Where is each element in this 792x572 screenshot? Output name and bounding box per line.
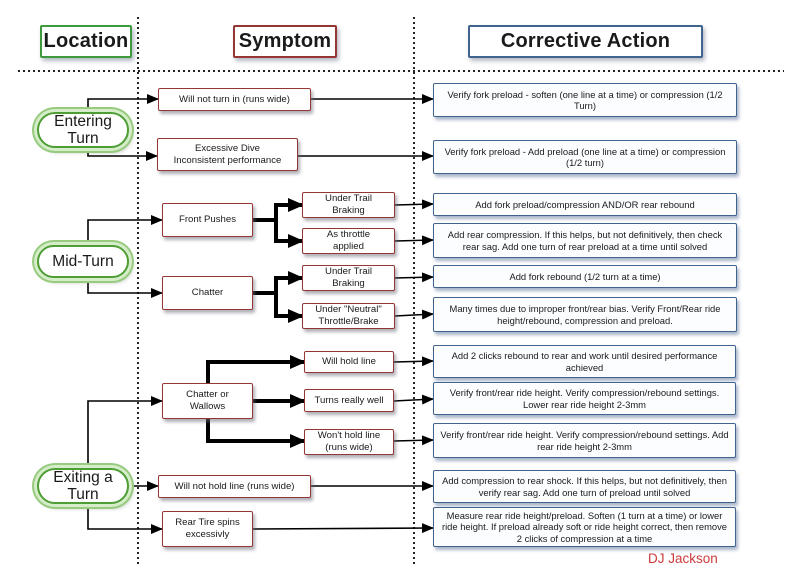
connector-under-trail-braking-2-to-action-5 (394, 272, 434, 283)
connector-as-throttle-applied-to-action-4 (394, 235, 434, 246)
connector-chatter-to-under-trail-braking-2 (253, 271, 304, 295)
action-node-action-8: Verify front/rear ride height. Verify co… (433, 382, 736, 415)
symptom-node-chatter: Chatter (162, 276, 253, 310)
connector-rear-tire-spins-to-action-11 (252, 523, 434, 534)
connector-chatter-or-wallows-to-wont-hold-line (206, 419, 306, 448)
connector-wont-hold-line-to-action-9 (393, 435, 434, 446)
connector-chatter-to-under-neutral-throttle-brake (253, 291, 304, 323)
connector-mid-turn-to-front-pushes (87, 215, 163, 243)
symptom-node-will-not-hold-line: Will not hold line (runs wide) (158, 475, 311, 498)
connector-entering-turn-to-will-not-turn-in (87, 94, 159, 109)
location-node-mid-turn: Mid-Turn (37, 245, 129, 278)
location-node-entering-turn: Entering Turn (37, 112, 129, 148)
column-header-symptom: Symptom (233, 25, 337, 58)
action-node-action-7: Add 2 clicks rebound to rear and work un… (433, 345, 736, 378)
sub-symptom-node-under-trail-braking-1: Under Trail Braking (302, 192, 395, 218)
connector-exiting-turn-to-chatter-or-wallows (87, 396, 163, 465)
sub-symptom-node-under-trail-braking-2: Under Trail Braking (302, 265, 395, 291)
sub-symptom-node-wont-hold-line: Won't hold line (runs wide) (304, 429, 394, 455)
sub-symptom-node-as-throttle-applied: As throttle applied (302, 228, 395, 254)
connector-under-neutral-throttle-brake-to-action-6 (394, 309, 434, 320)
sub-symptom-node-will-hold-line: Will hold line (304, 351, 394, 373)
action-node-action-10: Add compression to rear shock. If this h… (433, 470, 736, 503)
sub-symptom-node-under-neutral-throttle-brake: Under "Neutral" Throttle/Brake (302, 303, 395, 329)
symptom-node-excessive-dive: Excessive Dive Inconsistent performance (157, 138, 298, 171)
action-node-action-5: Add fork rebound (1/2 turn at a time) (433, 265, 737, 288)
column-header-corrective-action: Corrective Action (468, 25, 703, 58)
action-node-action-3: Add fork preload/compression AND/OR rear… (433, 193, 737, 216)
symptom-node-chatter-or-wallows: Chatter or Wallows (162, 383, 253, 419)
connector-mid-turn-to-chatter (87, 280, 163, 298)
connector-chatter-or-wallows-to-will-hold-line (206, 355, 306, 383)
symptom-node-rear-tire-spins: Rear Tire spins excessivly (162, 511, 253, 547)
connector-under-trail-braking-1-to-action-3 (394, 199, 434, 210)
column-header-location: Location (40, 25, 132, 58)
action-node-action-1: Verify fork preload - soften (one line a… (433, 83, 737, 117)
credit-signature: DJ Jackson (648, 551, 718, 566)
connector-turns-really-well-to-action-8 (393, 394, 434, 405)
action-node-action-2: Verify fork preload - Add preload (one l… (433, 140, 737, 174)
connector-front-pushes-to-as-throttle-applied (253, 218, 304, 248)
connector-exiting-turn-to-rear-tire-spins (87, 507, 163, 534)
action-node-action-4: Add rear compression. If this helps, but… (433, 223, 737, 258)
action-node-action-9: Verify front/rear ride height. Verify co… (433, 423, 736, 458)
location-node-exiting-turn: Exiting a Turn (37, 468, 129, 504)
connector-entering-turn-to-excessive-dive (87, 151, 158, 161)
connector-front-pushes-to-under-trail-braking-1 (253, 198, 304, 222)
connector-will-hold-line-to-action-7 (393, 356, 434, 367)
sub-symptom-node-turns-really-well: Turns really well (304, 389, 394, 412)
symptom-node-front-pushes: Front Pushes (162, 203, 253, 237)
action-node-action-6: Many times due to improper front/rear bi… (433, 297, 737, 332)
action-node-action-11: Measure rear ride height/preload. Soften… (433, 507, 736, 547)
symptom-node-will-not-turn-in: Will not turn in (runs wide) (158, 88, 311, 111)
